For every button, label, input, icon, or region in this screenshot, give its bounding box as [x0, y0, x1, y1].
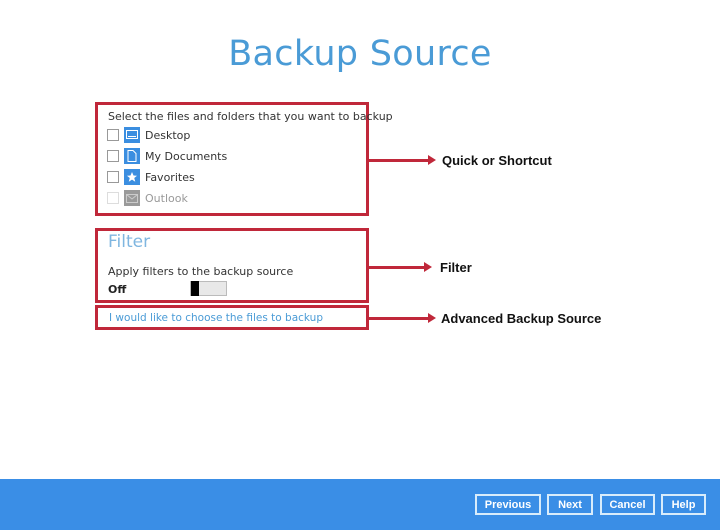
my-documents-checkbox[interactable]: [107, 150, 119, 162]
next-button[interactable]: Next: [547, 494, 593, 515]
filter-arrow: [369, 262, 432, 272]
document-icon: [124, 148, 140, 164]
previous-button[interactable]: Previous: [475, 494, 541, 515]
source-item-my-documents[interactable]: My Documents: [107, 148, 227, 164]
cancel-button[interactable]: Cancel: [600, 494, 655, 515]
quick-section-prompt: Select the files and folders that you wa…: [108, 110, 393, 123]
advanced-arrow: [369, 313, 436, 323]
filter-description: Apply filters to the backup source: [108, 265, 294, 278]
filter-title: Filter: [108, 232, 151, 252]
star-icon: [124, 169, 140, 185]
quick-arrow: [369, 155, 436, 165]
desktop-label: Desktop: [145, 128, 191, 142]
help-button[interactable]: Help: [661, 494, 706, 515]
desktop-checkbox[interactable]: [107, 129, 119, 141]
page-title: Backup Source: [228, 34, 492, 74]
filter-toggle-state: Off: [108, 283, 127, 296]
filter-section-highlight: [95, 228, 369, 303]
toggle-knob: [191, 281, 199, 296]
mail-icon: [124, 190, 140, 206]
filter-annotation: Filter: [440, 260, 472, 275]
source-item-favorites[interactable]: Favorites: [107, 169, 195, 185]
quick-section-highlight: [95, 102, 369, 216]
source-item-outlook: Outlook: [107, 190, 188, 206]
filter-toggle[interactable]: [190, 281, 227, 296]
my-documents-label: My Documents: [145, 149, 228, 163]
quick-annotation: Quick or Shortcut: [442, 153, 552, 168]
advanced-annotation: Advanced Backup Source: [441, 311, 602, 326]
desktop-icon: [124, 127, 140, 143]
outlook-label: Outlook: [145, 191, 188, 205]
outlook-checkbox: [107, 192, 119, 204]
choose-files-link[interactable]: I would like to choose the files to back…: [109, 312, 323, 324]
favorites-checkbox[interactable]: [107, 171, 119, 183]
favorites-label: Favorites: [145, 170, 195, 184]
advanced-section-highlight: [95, 305, 369, 330]
source-item-desktop[interactable]: Desktop: [107, 127, 190, 143]
